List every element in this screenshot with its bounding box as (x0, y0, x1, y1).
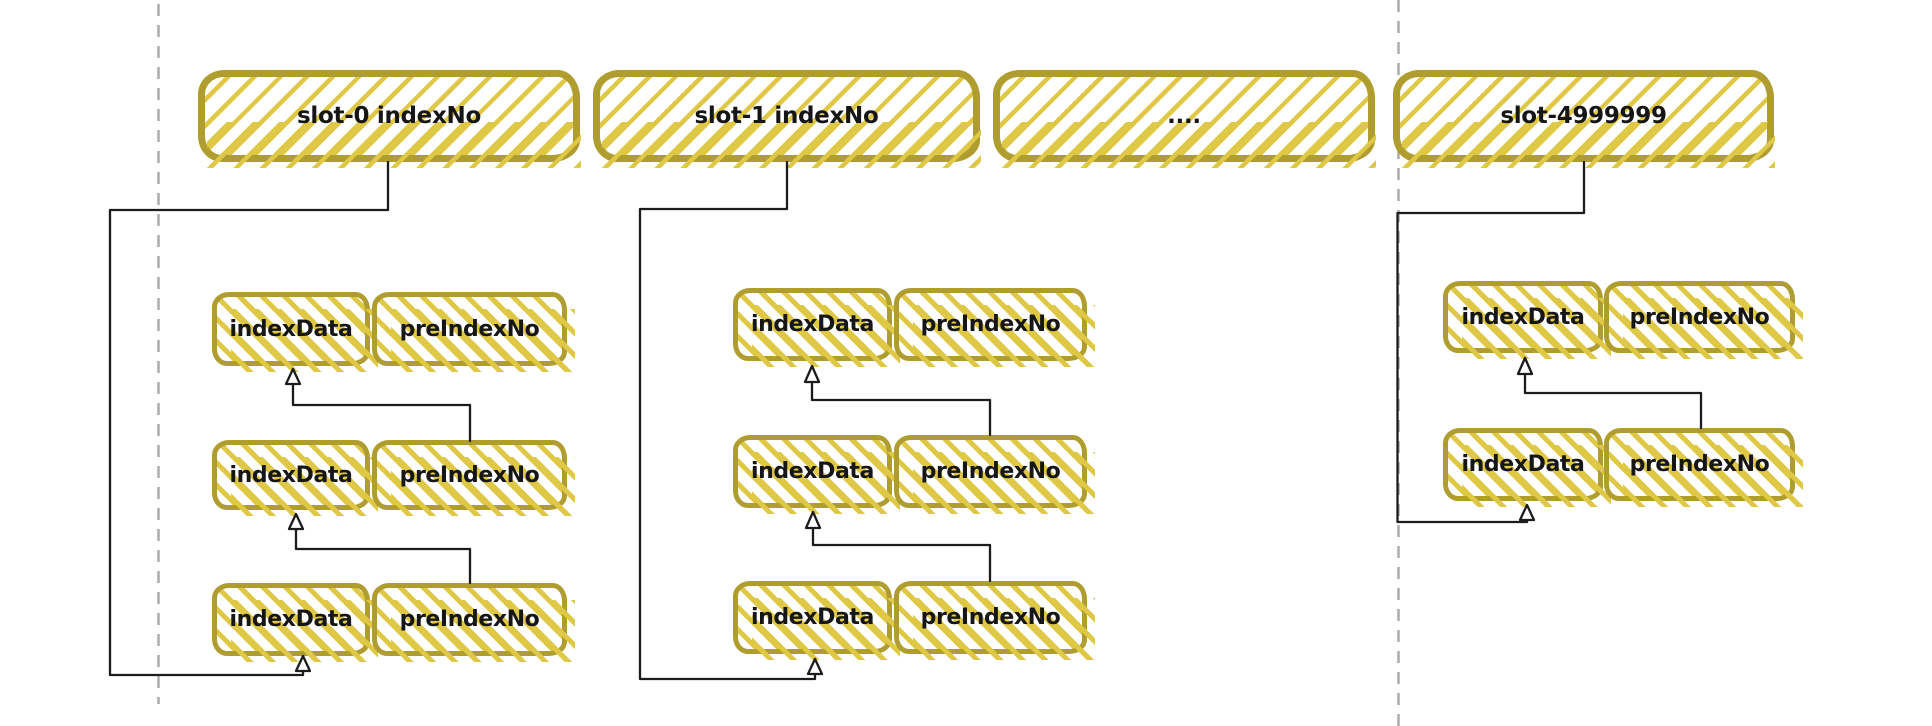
slot-label-0: slot-0 indexNo (297, 103, 481, 129)
node-label: indexData (1461, 304, 1585, 330)
node-label: preIndexNo (399, 462, 540, 488)
node-label: preIndexNo (920, 312, 1061, 337)
node-label: preIndexNo (1629, 452, 1770, 477)
connector-pre-to-indexdata (803, 364, 992, 437)
node-box-indexdata: indexData (733, 435, 900, 514)
node-box-preindexno: preIndexNo (1604, 281, 1803, 359)
slot-box-1: slot-1 indexNo (593, 70, 981, 168)
node-box-indexdata: indexData (212, 292, 378, 372)
node-box-indexdata: indexData (1443, 428, 1611, 507)
node-label: indexData (1461, 452, 1585, 477)
slot-label-1: slot-1 indexNo (694, 103, 879, 129)
connector-pre-to-indexdata (1516, 356, 1703, 430)
connector-pre-to-indexdata (804, 510, 992, 583)
node-box-indexdata: indexData (212, 583, 378, 662)
node-box-indexdata: indexData (1443, 281, 1611, 359)
node-label: indexData (229, 462, 353, 488)
node-label: preIndexNo (920, 459, 1061, 484)
node-box-preindexno: preIndexNo (372, 440, 575, 516)
arrowhead-up (1518, 503, 1536, 522)
node-label: preIndexNo (399, 316, 540, 342)
slot-box-2: .... (993, 70, 1376, 168)
node-label: indexData (229, 316, 353, 342)
arrowhead-up (804, 510, 822, 530)
arrowhead-up (803, 364, 821, 384)
node-box-preindexno: preIndexNo (1604, 428, 1803, 507)
connector-pre-to-indexdata (284, 367, 472, 443)
node-label: indexData (751, 605, 874, 630)
node-box-preindexno: preIndexNo (894, 435, 1095, 514)
node-box-indexdata: indexData (733, 288, 900, 367)
slot-label-3: slot-4999999 (1500, 103, 1667, 129)
node-label: preIndexNo (399, 607, 540, 632)
slot-box-3: slot-4999999 (1393, 70, 1775, 168)
arrowhead-up (1516, 356, 1534, 376)
slot-label-2: .... (1167, 103, 1201, 129)
node-label: preIndexNo (920, 605, 1061, 630)
node-box-indexdata: indexData (733, 581, 900, 660)
node-label: indexData (751, 312, 874, 337)
slot-box-0: slot-0 indexNo (198, 70, 581, 168)
arrowhead-up (806, 657, 824, 676)
node-box-indexdata: indexData (212, 440, 378, 516)
node-label: preIndexNo (1629, 304, 1770, 330)
node-box-preindexno: preIndexNo (372, 583, 575, 662)
node-label: indexData (751, 459, 874, 484)
node-box-preindexno: preIndexNo (894, 288, 1095, 367)
arrowhead-up (287, 512, 305, 531)
node-box-preindexno: preIndexNo (894, 581, 1095, 660)
node-label: indexData (229, 607, 353, 632)
connector-pre-to-indexdata (287, 512, 472, 585)
node-box-preindexno: preIndexNo (372, 292, 575, 372)
